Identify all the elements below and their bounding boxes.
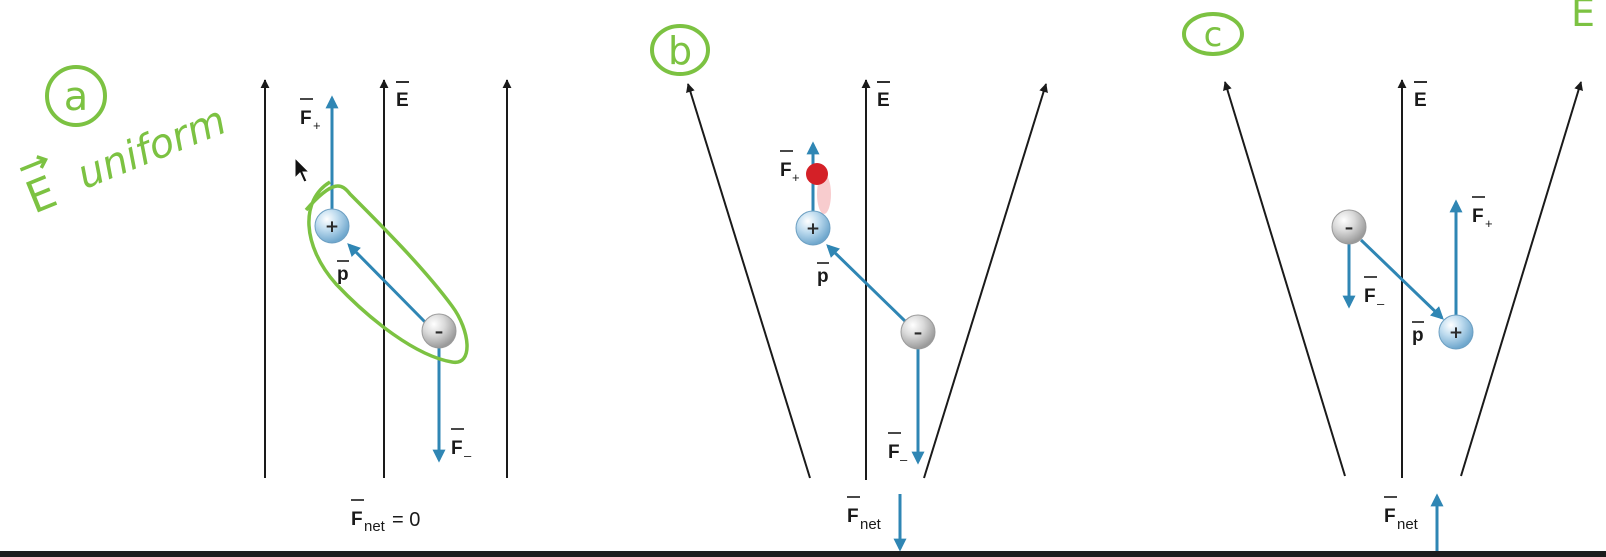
e-uniform-word: uniform: [71, 98, 233, 199]
panel-c: c E E F + F – p – +: [1182, 0, 1595, 551]
label-c-letter: c: [1204, 15, 1223, 55]
force-plus-label: F +: [780, 150, 800, 185]
e-uniform-arrow-head: [36, 155, 49, 169]
e-uniform-symbol: E: [19, 166, 64, 224]
force-minus-subscript: –: [1377, 296, 1385, 311]
mouse-cursor-icon: [294, 156, 311, 183]
positive-sign: +: [1449, 323, 1463, 343]
dipole-highlight-loop: [304, 180, 469, 364]
negative-sign: –: [435, 322, 444, 342]
force-minus-subscript: –: [464, 448, 472, 463]
net-force-b: F net: [847, 496, 882, 533]
force-minus-label: F –: [451, 428, 472, 463]
net-force-a-letter: F: [351, 509, 363, 530]
net-force-c-letter: F: [1384, 506, 1396, 527]
corner-e-note: E: [1571, 0, 1595, 35]
dipole-letter: p: [817, 266, 829, 287]
e-uniform-arrow-bar: [19, 158, 46, 172]
panel-a: a E uniform E F + F – p: [19, 65, 512, 535]
net-force-a-value: = 0: [392, 509, 420, 531]
force-minus-label: F –: [1364, 276, 1385, 311]
positive-sign: +: [325, 217, 339, 237]
positive-charge: +: [314, 208, 350, 244]
positive-sign: +: [806, 219, 820, 239]
net-force-b-letter: F: [847, 506, 859, 527]
field-line-left: [1223, 81, 1346, 477]
dipole-label: p: [1412, 321, 1424, 346]
dipole-moment-vector: [826, 244, 908, 324]
force-plus-label: F +: [300, 98, 321, 133]
label-a-circle: a: [45, 65, 107, 127]
negative-sign: –: [914, 323, 923, 343]
force-plus-label: F +: [1472, 196, 1493, 231]
dipole-label: p: [817, 262, 829, 287]
dipole-letter: p: [337, 264, 349, 285]
force-plus-letter: F: [1472, 206, 1484, 227]
label-a-letter: a: [64, 74, 89, 120]
force-minus-subscript: –: [900, 452, 908, 467]
negative-sign: –: [1345, 218, 1354, 238]
force-plus-letter: F: [780, 160, 792, 181]
field-line-right: [1460, 81, 1583, 477]
negative-charge: –: [900, 314, 936, 350]
force-plus-letter: F: [300, 108, 312, 129]
field-line-left: [686, 83, 811, 479]
negative-charge: –: [1331, 209, 1367, 245]
net-force-c: F net: [1384, 496, 1419, 533]
force-minus-letter: F: [888, 442, 900, 463]
force-plus-subscript: +: [1485, 216, 1493, 231]
positive-charge: +: [1438, 314, 1474, 350]
positive-charge: +: [795, 210, 831, 246]
video-bottom-bar: [0, 551, 1606, 557]
net-force-c-subscript: net: [1397, 516, 1419, 533]
net-force-a-subscript: net: [364, 518, 386, 535]
label-c-circle: c: [1182, 12, 1244, 56]
e-field-label: E: [1414, 90, 1427, 111]
force-minus-letter: F: [1364, 286, 1376, 307]
force-plus-subscript: +: [313, 118, 321, 133]
force-minus-label: F –: [888, 432, 908, 467]
pointer-dot: [806, 163, 828, 185]
negative-charge: –: [421, 313, 457, 349]
dipole-moment-vector: [1359, 238, 1444, 320]
force-minus-letter: F: [451, 438, 463, 459]
dipole-label: p: [337, 260, 349, 285]
force-plus-subscript: +: [792, 170, 800, 185]
label-b-circle: b: [650, 24, 710, 76]
dipole-letter: p: [1412, 325, 1424, 346]
e-field-label: E: [877, 90, 890, 111]
net-force-a: F net = 0: [351, 499, 420, 535]
e-field-label: E: [396, 90, 409, 111]
dipole-moment-vector: [347, 243, 427, 324]
label-b-letter: b: [668, 29, 692, 73]
panel-b: b E F + F – p + –: [650, 24, 1048, 552]
net-force-b-subscript: net: [860, 516, 882, 533]
field-line-right: [923, 83, 1048, 479]
